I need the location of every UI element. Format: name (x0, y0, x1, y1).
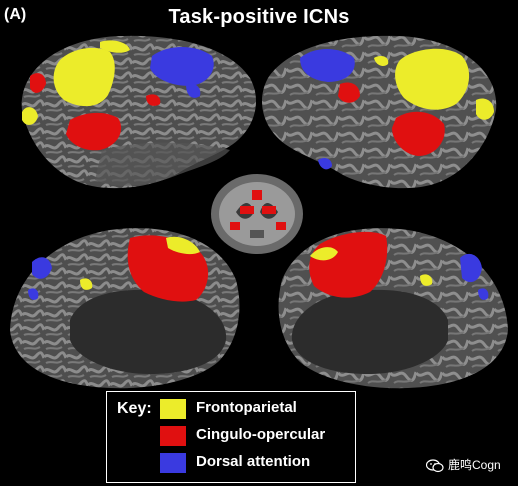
figure-title: Task-positive ICNs (168, 6, 350, 28)
frontoparietal-region (420, 274, 433, 286)
legend-title: Key: (117, 400, 152, 417)
cingulo-opercular-region (30, 73, 46, 93)
coronal-slice (211, 174, 303, 254)
dorsal-attention-region (150, 47, 214, 86)
dorsal-attention-region (318, 158, 332, 170)
cingulo-opercular-region (392, 111, 445, 156)
legend-swatch-frontoparietal (160, 399, 186, 419)
right-lateral-hemisphere (261, 35, 497, 189)
legend-box: Key: Frontoparietal Cingulo-opercular Do… (106, 391, 356, 483)
watermark-text: 鹿鸣Cogn (448, 458, 501, 472)
legend-swatch-cingulo-opercular (160, 426, 186, 446)
dorsal-attention-region (460, 253, 482, 283)
right-medial-hemisphere (278, 228, 508, 389)
wechat-icon (426, 459, 444, 472)
watermark: 鹿鸣Cogn (426, 456, 501, 473)
dorsal-attention-region (28, 288, 39, 300)
frontoparietal-region (310, 247, 338, 261)
cingulo-opercular-region (146, 94, 161, 106)
frontoparietal-region (166, 236, 200, 255)
frontoparietal-region (53, 47, 115, 107)
dorsal-attention-region (478, 288, 489, 300)
frontoparietal-region (100, 40, 130, 53)
panel-label: (A) (4, 6, 27, 23)
dorsal-attention-region (186, 83, 201, 98)
legend-swatch-dorsal-attention (160, 453, 186, 473)
dorsal-attention-region (300, 49, 355, 82)
left-lateral-hemisphere (21, 35, 257, 189)
frontoparietal-region (395, 48, 470, 110)
legend-label-dorsal-attention: Dorsal attention (196, 453, 311, 470)
frontoparietal-region (80, 278, 93, 290)
frontoparietal-region (374, 56, 389, 66)
cingulo-opercular-region (66, 112, 122, 151)
cingulo-opercular-region (338, 82, 360, 103)
dorsal-attention-region (32, 257, 52, 279)
legend-label-cingulo-opercular: Cingulo-opercular (196, 426, 326, 443)
legend-label-frontoparietal: Frontoparietal (196, 399, 297, 416)
left-medial-hemisphere (10, 228, 240, 389)
frontoparietal-region (22, 107, 38, 125)
frontoparietal-region (476, 98, 494, 120)
